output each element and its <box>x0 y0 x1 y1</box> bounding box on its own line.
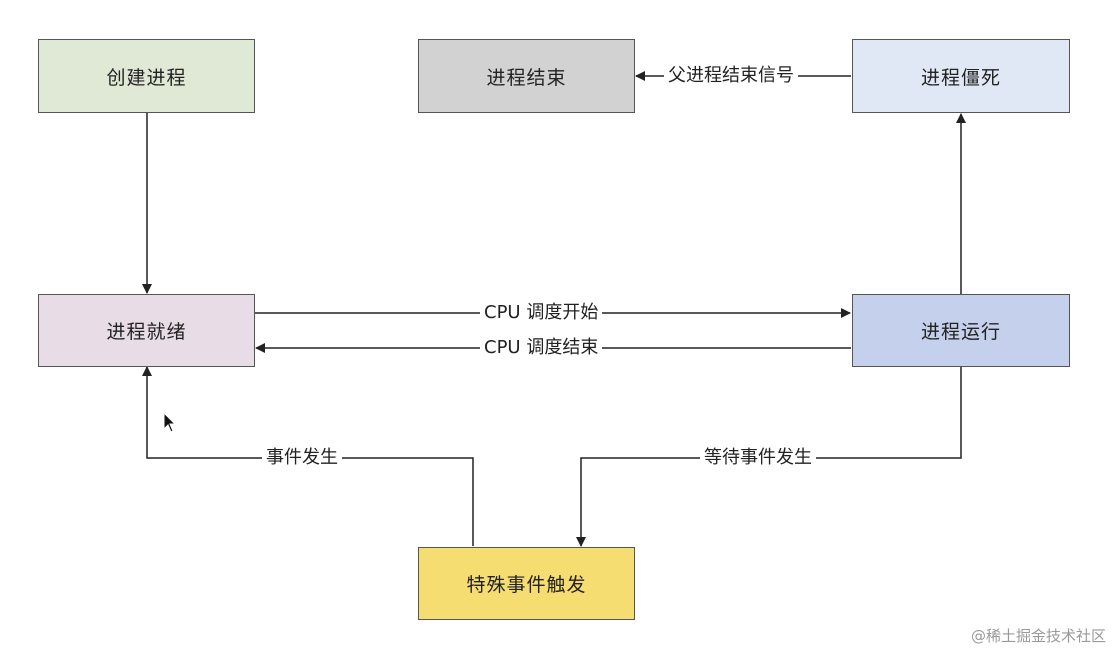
node-create-process-label: 创建进程 <box>106 66 187 89</box>
edge-label-parent-end-signal: 父进程结束信号 <box>664 65 798 87</box>
node-create-process: 创建进程 <box>38 39 255 113</box>
node-process-ready: 进程就绪 <box>38 294 255 367</box>
node-process-zombie-label: 进程僵死 <box>920 66 1001 89</box>
node-process-running: 进程运行 <box>852 294 1070 367</box>
node-process-ready-label: 进程就绪 <box>106 321 187 343</box>
node-process-end: 进程结束 <box>418 39 635 113</box>
edge-label-cpu-schedule-end: CPU 调度结束 <box>480 337 603 359</box>
node-special-event-label: 特殊事件触发 <box>466 574 587 596</box>
edge-label-cpu-schedule-start: CPU 调度开始 <box>480 302 603 324</box>
node-process-end-label: 进程结束 <box>486 66 567 89</box>
node-special-event: 特殊事件触发 <box>418 547 635 620</box>
watermark-text: @稀土掘金技术社区 <box>970 627 1106 645</box>
node-process-zombie: 进程僵死 <box>852 39 1070 113</box>
mouse-pointer-icon <box>163 412 177 433</box>
edge-label-event-occurs: 事件发生 <box>262 447 342 469</box>
edge-label-wait-for-event: 等待事件发生 <box>700 447 816 469</box>
node-process-running-label: 进程运行 <box>920 321 1001 343</box>
